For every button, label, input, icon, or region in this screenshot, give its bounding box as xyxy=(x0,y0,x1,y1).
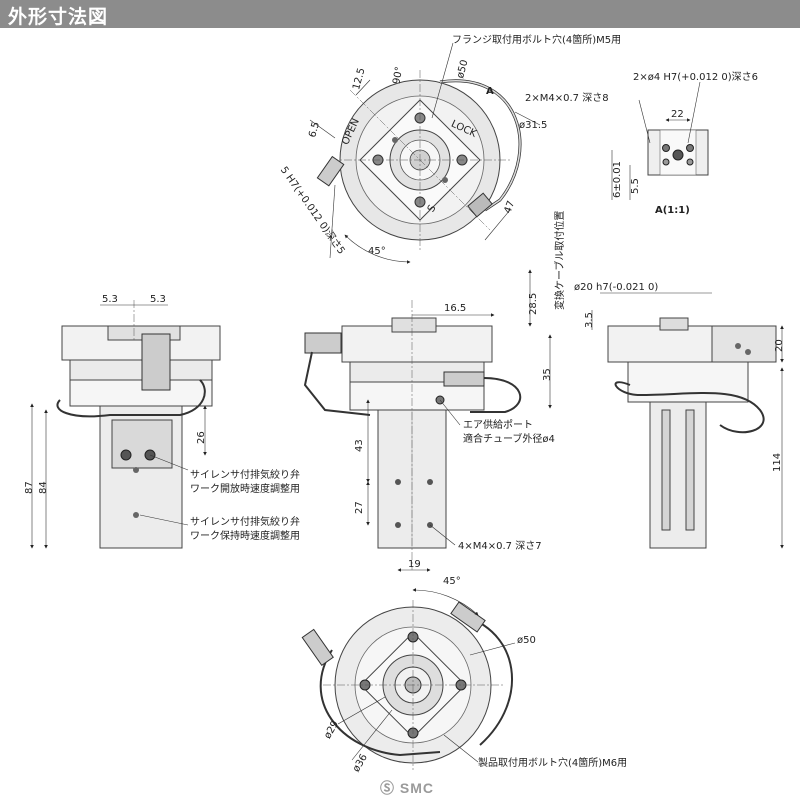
center-dim-28-5: 28.5 xyxy=(528,293,539,315)
bottom-dim-phi50: ø50 xyxy=(517,635,536,646)
center-dim-27: 27 xyxy=(354,501,365,514)
left-view: 5.3 5.3 87 84 26 サイレンサ付排気絞り弁 ワーク開放時速度調整用… xyxy=(24,294,300,549)
left-note1-line2: ワーク開放時速度調整用 xyxy=(190,482,300,495)
header-bar: 外形寸法図 xyxy=(0,0,800,28)
dim-90deg: 90° xyxy=(391,66,405,85)
dim-5h7: 5 H7(+0.012 0)深さ5 xyxy=(278,164,348,256)
smc-logo-icon: Ⓢ xyxy=(380,780,395,796)
right-view: ø20 h7(-0.021 0) 3.5 20 114 xyxy=(574,282,785,549)
center-note-air-line2: 適合チューブ外径ø4 xyxy=(463,432,555,445)
bottom-dim-phi29: ø29 xyxy=(322,719,341,741)
left-dim-87: 87 xyxy=(24,481,35,494)
dim-12-5: 12.5 xyxy=(351,67,367,91)
dim-phi31-5: ø31.5 xyxy=(519,120,547,131)
footer-logo-text: SMC xyxy=(399,780,435,796)
top-view: OPEN LOCK S フランジ取付用ボルト穴(4箇所)M5用 12.5 90°… xyxy=(278,33,621,264)
left-dim-5-3-b: 5.3 xyxy=(150,294,166,305)
detail-dim-6: 6±0.01 xyxy=(612,161,623,198)
left-dim-26: 26 xyxy=(196,431,207,444)
left-note2-line1: サイレンサ付排気絞り弁 xyxy=(190,515,300,528)
detail-a-view: 22 2×ø4 H7(+0.012 0)深さ6 2×M4×0.7 深さ8 6±0… xyxy=(525,71,758,216)
detail-dim-5-5: 5.5 xyxy=(630,178,641,194)
center-dim-19: 19 xyxy=(408,559,421,570)
footer-logo: Ⓢ SMC xyxy=(380,778,434,798)
detail-callout-pin: 2×ø4 H7(+0.012 0)深さ6 xyxy=(633,71,758,83)
callout-flange-bolt: フランジ取付用ボルト穴(4箇所)M5用 xyxy=(452,33,621,46)
left-dim-5-3-a: 5.3 xyxy=(102,294,118,305)
page-title: 外形寸法図 xyxy=(8,6,109,28)
center-callout-cable: 変換ケーブル取付位置 xyxy=(553,211,566,310)
center-dim-16-5: 16.5 xyxy=(444,303,466,314)
bottom-dim-phi36: ø36 xyxy=(351,752,370,774)
dim-phi50: ø50 xyxy=(455,59,471,80)
left-note1-line1: サイレンサ付排気絞り弁 xyxy=(190,468,300,481)
detail-dim-22: 22 xyxy=(671,109,684,120)
right-dim-phi20: ø20 h7(-0.021 0) xyxy=(574,282,658,293)
right-dim-114: 114 xyxy=(772,453,783,472)
center-dim-35: 35 xyxy=(542,368,553,381)
right-dim-3-5: 3.5 xyxy=(584,312,595,328)
bottom-dim-45deg: 45° xyxy=(443,576,461,587)
left-dim-84: 84 xyxy=(38,481,49,494)
dim-47: 47 xyxy=(503,199,518,215)
label-s: S xyxy=(426,203,439,214)
center-callout-tap: 4×M4×0.7 深さ7 xyxy=(458,540,542,552)
dim-45deg: 45° xyxy=(368,246,386,257)
dim-6-5: 6.5 xyxy=(307,121,322,139)
center-note-air-line1: エア供給ポート xyxy=(463,418,533,431)
center-dim-43: 43 xyxy=(354,439,365,452)
detail-title: A(1:1) xyxy=(655,205,690,216)
center-view: 16.5 28.5 変換ケーブル取付位置 35 43 27 19 エア供給ポート… xyxy=(303,211,566,572)
dim-a-label: A xyxy=(486,86,494,97)
bottom-callout-bolt: 製品取付用ボルト穴(4箇所)M6用 xyxy=(478,756,627,769)
left-note2-line2: ワーク保持時速度調整用 xyxy=(190,529,300,542)
bottom-view: 45° ø50 ø29 ø36 製品取付用ボルト穴(4箇所)M6用 xyxy=(301,576,627,774)
right-dim-20: 20 xyxy=(774,339,785,352)
detail-callout-tap: 2×M4×0.7 深さ8 xyxy=(525,92,609,104)
